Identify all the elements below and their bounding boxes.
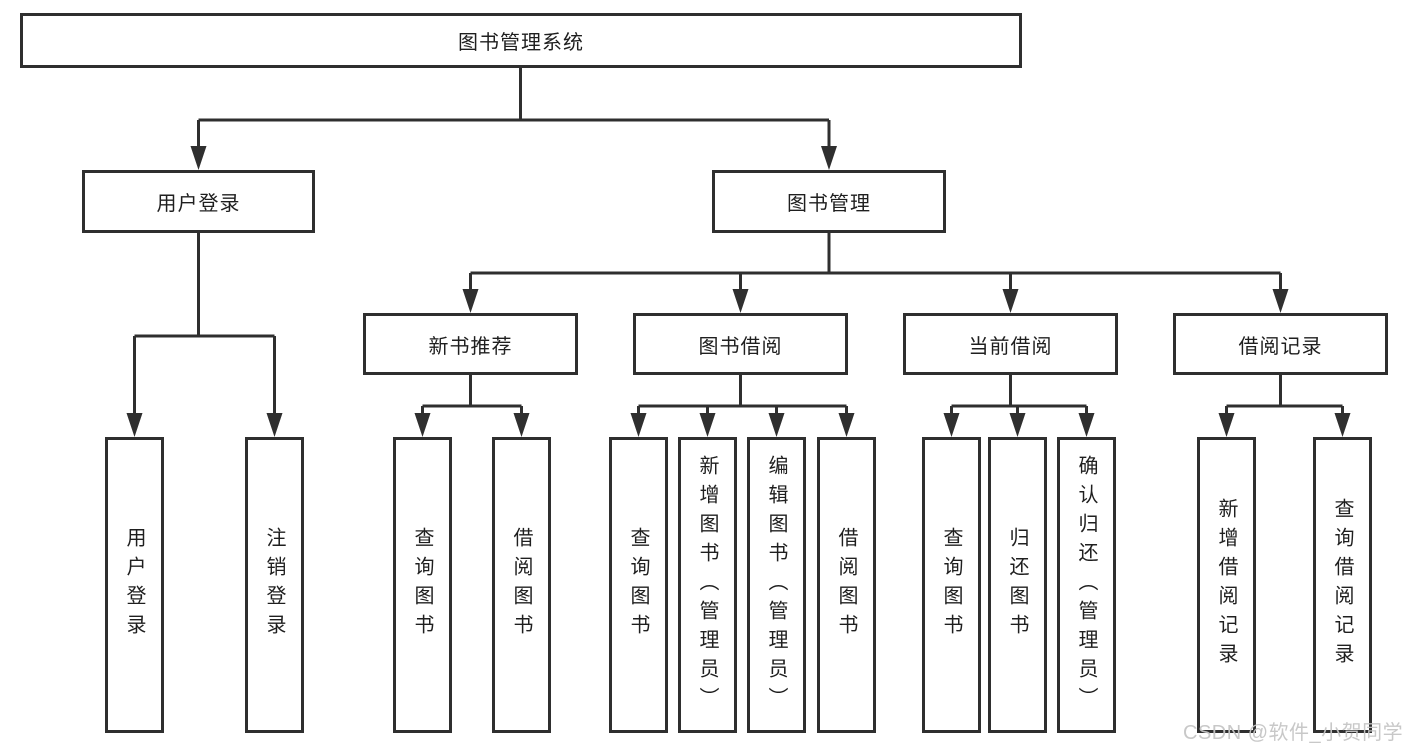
connector-borrow-records	[1218, 375, 1351, 437]
node-leaf-edit-books-admin-label: 编辑图书（管理员）	[765, 454, 787, 716]
node-leaf-confirm-return-admin: 确认归还（管理员）	[1057, 437, 1116, 733]
connector-user-login	[126, 233, 283, 437]
node-book-management: 图书管理	[712, 170, 946, 233]
connector-book-borrow	[630, 375, 855, 437]
node-leaf-query-books-borrow-label: 查询图书	[627, 527, 649, 643]
node-leaf-borrow-books-label: 借阅图书	[835, 527, 857, 643]
node-leaf-query-books-recommend-label: 查询图书	[411, 527, 433, 643]
node-leaf-borrow-books-recommend-label: 借阅图书	[510, 527, 532, 643]
node-leaf-borrow-books-recommend: 借阅图书	[492, 437, 551, 733]
connector-book-management	[462, 233, 1289, 313]
node-leaf-logout: 注销登录	[245, 437, 304, 733]
node-leaf-query-books-current: 查询图书	[922, 437, 981, 733]
node-leaf-borrow-books: 借阅图书	[817, 437, 876, 733]
node-book-borrow-label: 图书借阅	[698, 335, 783, 358]
node-leaf-return-books-label: 归还图书	[1006, 527, 1028, 643]
node-leaf-add-borrow-record-label: 新增借阅记录	[1215, 498, 1237, 672]
node-root: 图书管理系统	[20, 13, 1022, 68]
node-root-label: 图书管理系统	[458, 32, 584, 54]
connector-root	[190, 68, 837, 170]
node-book-management-label: 图书管理	[787, 193, 871, 215]
node-leaf-user-login-label: 用户登录	[123, 527, 145, 643]
node-book-borrow: 图书借阅	[633, 313, 848, 375]
node-new-book-recommend: 新书推荐	[363, 313, 578, 375]
node-leaf-query-books-borrow: 查询图书	[609, 437, 668, 733]
node-leaf-confirm-return-admin-label: 确认归还（管理员）	[1075, 454, 1097, 716]
csdn-watermark: CSDN @软件_小贺同学	[1183, 722, 1404, 744]
node-leaf-add-books-admin: 新增图书（管理员）	[678, 437, 737, 733]
node-new-book-recommend-label: 新书推荐	[428, 335, 513, 358]
node-leaf-add-books-admin-label: 新增图书（管理员）	[696, 454, 718, 716]
node-leaf-query-books-current-label: 查询图书	[940, 527, 962, 643]
node-borrow-records-label: 借阅记录	[1238, 335, 1323, 358]
node-current-borrow: 当前借阅	[903, 313, 1118, 375]
node-leaf-edit-books-admin: 编辑图书（管理员）	[747, 437, 806, 733]
node-leaf-query-borrow-record: 查询借阅记录	[1313, 437, 1372, 733]
connector-new-book-recommend	[414, 375, 530, 437]
node-leaf-query-borrow-record-label: 查询借阅记录	[1331, 498, 1353, 672]
node-user-login: 用户登录	[82, 170, 315, 233]
node-leaf-user-login: 用户登录	[105, 437, 164, 733]
connector-current-borrow	[943, 375, 1095, 437]
node-leaf-query-books-recommend: 查询图书	[393, 437, 452, 733]
node-leaf-return-books: 归还图书	[988, 437, 1047, 733]
node-leaf-logout-label: 注销登录	[263, 527, 285, 643]
node-borrow-records: 借阅记录	[1173, 313, 1388, 375]
node-user-login-label: 用户登录	[156, 193, 241, 215]
node-leaf-add-borrow-record: 新增借阅记录	[1197, 437, 1256, 733]
node-current-borrow-label: 当前借阅	[968, 335, 1053, 358]
